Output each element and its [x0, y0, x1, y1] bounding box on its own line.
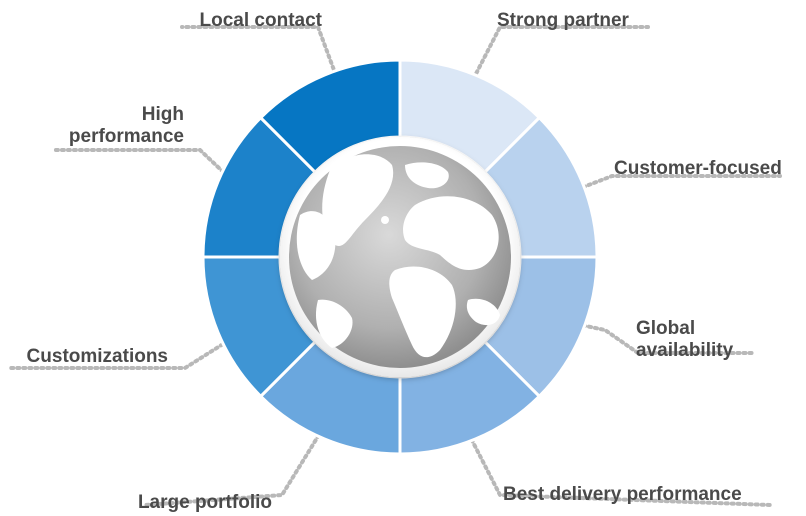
connector-large-portfolio — [143, 423, 327, 507]
label-customizations: Customizations — [26, 346, 168, 367]
label-high-performance: High performance — [69, 104, 184, 148]
label-best-delivery-performance: Best delivery performance — [503, 484, 742, 505]
label-high-performance-line2: performance — [68, 126, 184, 147]
label-global-availability: Global availability — [636, 318, 733, 362]
globe-icon — [280, 137, 520, 377]
label-large-portfolio: Large portfolio — [137, 492, 272, 513]
label-customer-focused: Customer-focused — [614, 158, 782, 179]
label-strong-partner: Strong partner — [497, 10, 629, 31]
label-high-performance-line1: High — [141, 104, 184, 125]
label-local-contact: Local contact — [199, 10, 322, 31]
label-global-availability-line1: Global — [636, 318, 696, 339]
label-global-availability-line2: availability — [636, 340, 734, 361]
